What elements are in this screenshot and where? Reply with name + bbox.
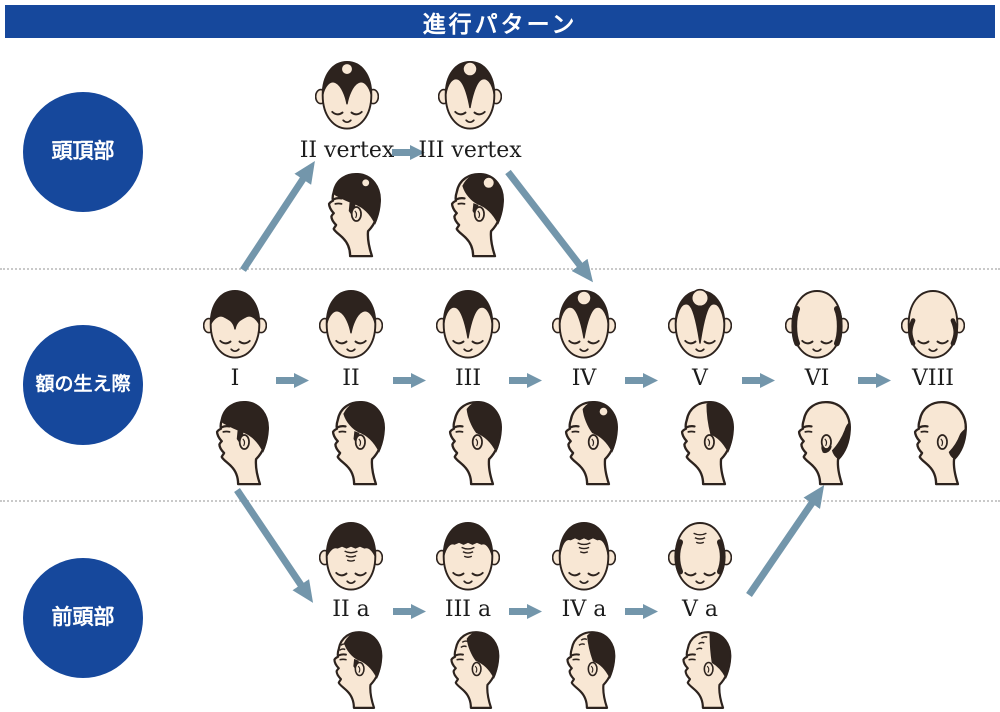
front-head-vertex-IIvertex-illustration bbox=[315, 61, 379, 130]
arrow-right-icon bbox=[509, 604, 542, 619]
row-badge-frontal-label: 前頭部 bbox=[51, 605, 115, 629]
stage-label: IV bbox=[571, 366, 597, 391]
side-head-frontal-IVa-illustration bbox=[566, 631, 616, 709]
stage-label: III a bbox=[444, 597, 492, 622]
side-head-frontal-Va-illustration bbox=[682, 631, 732, 709]
arrow-right-icon bbox=[509, 373, 542, 388]
row-badge-vertex-label: 頭頂部 bbox=[51, 139, 115, 163]
front-head-hairline-IV-illustration bbox=[552, 290, 616, 359]
side-head-hairline-II-illustration bbox=[331, 401, 385, 486]
stage-label: V a bbox=[682, 597, 718, 622]
header-bar: 進行パターン bbox=[5, 5, 995, 38]
stage-label: II bbox=[342, 366, 360, 391]
stage-label: VI bbox=[804, 366, 830, 391]
front-head-vertex-IIIvertex-illustration bbox=[438, 61, 502, 130]
stage-label: VIII bbox=[912, 366, 954, 391]
stage-label: IV a bbox=[561, 597, 607, 622]
front-head-frontal-IIIa-illustration bbox=[436, 522, 500, 591]
row-divider-bottom bbox=[0, 500, 1000, 502]
front-head-hairline-VIII-illustration bbox=[901, 290, 965, 359]
side-head-vertex-IIvertex-illustration bbox=[327, 173, 381, 258]
row-divider-top bbox=[0, 268, 1000, 270]
arrow-right-icon bbox=[625, 373, 658, 388]
side-head-vertex-IIIvertex-illustration bbox=[450, 173, 504, 258]
stage-label: V bbox=[692, 366, 708, 391]
side-head-hairline-V-illustration bbox=[680, 401, 734, 486]
stage-label: III bbox=[454, 366, 482, 391]
row-badge-hairline-label: 額の生え際 bbox=[35, 374, 131, 396]
arrow-right-icon bbox=[392, 373, 426, 388]
front-head-hairline-VI-illustration bbox=[785, 290, 849, 359]
stage-label: III vertex bbox=[418, 138, 522, 163]
arrow-right-icon bbox=[276, 373, 309, 388]
row-badge-frontal: 前頭部 bbox=[23, 558, 143, 678]
row-badge-vertex: 頭頂部 bbox=[23, 92, 143, 212]
stage-label: I bbox=[230, 366, 240, 391]
front-head-hairline-I-illustration bbox=[203, 290, 267, 359]
front-head-hairline-V-illustration bbox=[668, 288, 732, 359]
stage-label: II a bbox=[332, 597, 370, 622]
side-head-hairline-III-illustration bbox=[448, 401, 502, 486]
arrow-right-icon bbox=[392, 604, 426, 619]
side-head-hairline-IV-illustration bbox=[564, 401, 618, 486]
side-head-hairline-I-illustration bbox=[215, 401, 269, 486]
stage-label: II vertex bbox=[299, 138, 395, 163]
front-head-frontal-IVa-illustration bbox=[552, 522, 616, 591]
side-head-frontal-IIa-illustration bbox=[333, 631, 383, 709]
front-head-hairline-III-illustration bbox=[436, 290, 500, 359]
arrow-right-icon bbox=[858, 373, 891, 388]
front-head-frontal-IIa-illustration bbox=[319, 522, 383, 591]
arrow-right-icon bbox=[391, 145, 425, 160]
arrow-right-icon bbox=[741, 373, 775, 388]
front-head-hairline-II-illustration bbox=[319, 290, 383, 359]
side-head-frontal-IIIa-illustration bbox=[450, 631, 500, 709]
row-badge-hairline: 額の生え際 bbox=[23, 325, 143, 445]
side-head-hairline-VI-illustration bbox=[797, 401, 851, 486]
page-title: 進行パターン bbox=[422, 10, 578, 37]
side-head-hairline-VIII-illustration bbox=[913, 401, 967, 486]
front-head-frontal-Va-illustration bbox=[668, 522, 732, 591]
arrow-right-icon bbox=[625, 604, 658, 619]
